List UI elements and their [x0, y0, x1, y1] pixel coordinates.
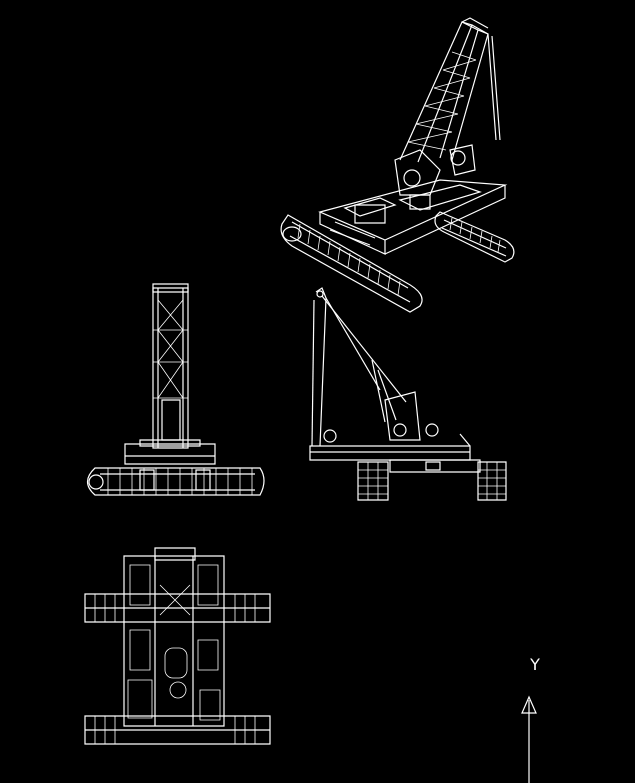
- top-track-upper: [85, 594, 270, 622]
- front-boom: [153, 284, 188, 448]
- ucs-y-axis-label: Y: [530, 655, 540, 674]
- iso-right-track: [435, 212, 514, 262]
- ucs-icon: [522, 697, 536, 783]
- side-track-right: [478, 462, 506, 500]
- front-view: [88, 284, 265, 495]
- front-turntable: [125, 440, 215, 464]
- iso-left-track: [281, 215, 422, 312]
- top-track-lower: [85, 716, 270, 744]
- side-boom: [312, 288, 406, 446]
- isometric-view: [281, 18, 514, 312]
- iso-platform: [320, 180, 505, 254]
- iso-boom-base: [395, 145, 475, 195]
- side-view: [310, 288, 506, 500]
- front-track: [88, 468, 265, 495]
- side-superstructure: [310, 392, 480, 472]
- top-superstructure: [124, 548, 224, 726]
- side-track-left: [358, 462, 388, 500]
- top-view: [85, 548, 270, 744]
- iso-lattice-boom: [400, 18, 500, 162]
